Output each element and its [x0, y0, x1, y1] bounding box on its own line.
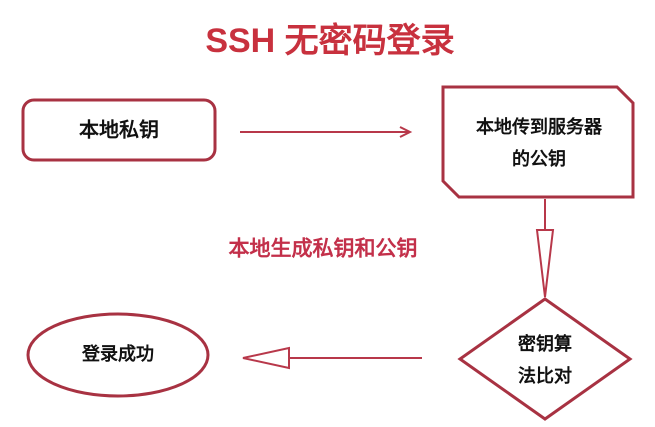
arrow-to-server-head: [399, 126, 413, 138]
node-compare: 密钥算 法比对: [457, 297, 633, 421]
node-server-pubkey-shape: [441, 85, 635, 199]
node-success-label: 登录成功: [81, 343, 154, 364]
arrow-to-success: [242, 346, 422, 370]
node-private-key-shape: [21, 98, 217, 162]
diagram-title: SSH 无密码登录: [205, 21, 454, 60]
arrow-to-compare: [535, 199, 555, 298]
label-generate-keys: 本地生成私钥和公钥: [229, 237, 418, 261]
node-compare-shape: [457, 297, 633, 421]
node-private-key-label: 本地私钥: [79, 118, 159, 141]
node-success-shape: [26, 312, 210, 398]
node-server-pubkey-line1: 本地传到服务器: [476, 116, 603, 137]
node-success: 登录成功: [26, 312, 210, 398]
arrow-to-server: [240, 126, 413, 138]
arrow-to-compare-head: [535, 229, 555, 298]
node-server-pubkey-line2: 的公钥: [512, 148, 566, 169]
arrow-to-success-head: [242, 346, 290, 370]
node-compare-line1: 密钥算: [518, 333, 572, 354]
node-server-pubkey: 本地传到服务器 的公钥: [441, 85, 635, 199]
node-compare-line2: 法比对: [518, 365, 572, 386]
node-private-key: 本地私钥: [21, 98, 217, 162]
